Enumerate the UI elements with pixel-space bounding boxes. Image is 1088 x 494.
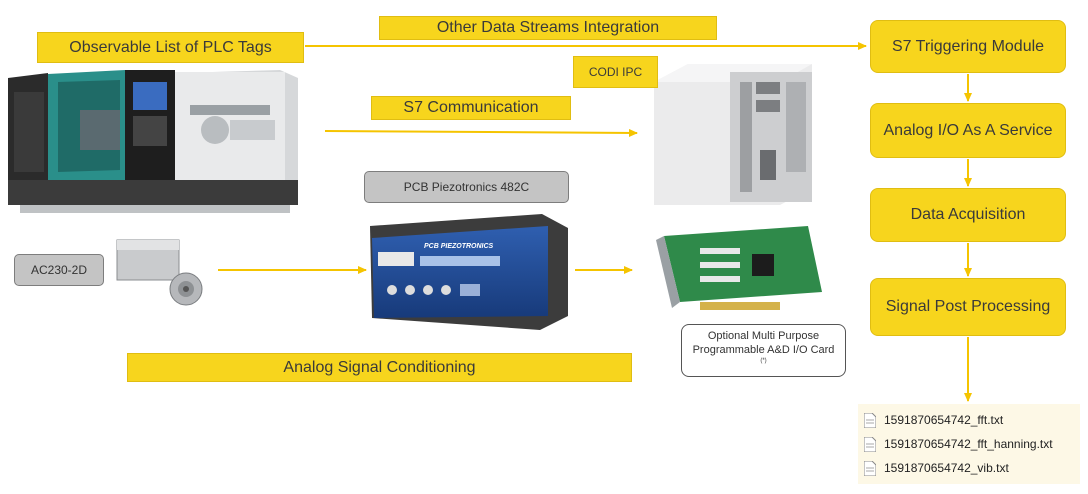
text-file-icon xyxy=(864,412,876,428)
ac230-sensor-image xyxy=(116,239,203,306)
observable-plc-tags-label: Observable List of PLC Tags xyxy=(37,32,304,63)
analog-io-service-box: Analog I/O As A Service xyxy=(870,103,1066,158)
codi-ipc-image xyxy=(654,64,812,205)
file-name: 1591870654742_fft_hanning.txt xyxy=(884,437,1053,451)
optional-io-card-label: Optional Multi Purpose Programmable A&D … xyxy=(681,324,846,377)
codi-ipc-label: CODI IPC xyxy=(573,56,658,88)
s7-triggering-module-box: S7 Triggering Module xyxy=(870,20,1066,73)
other-data-streams-label: Other Data Streams Integration xyxy=(379,16,717,40)
arrow-s7-to-ipc xyxy=(324,128,638,137)
pcb-482c-image xyxy=(370,214,568,330)
pcb-device-brand: PCB PIEZOTRONICS xyxy=(424,243,494,250)
file-item[interactable]: 1591870654742_fft.txt xyxy=(864,410,1003,430)
file-name: 1591870654742_fft.txt xyxy=(884,413,1004,427)
optional-io-card-text: Optional Multi Purpose Programmable A&D … xyxy=(692,330,835,364)
analog-signal-conditioning-label: Analog Signal Conditioning xyxy=(127,353,632,382)
cnc-lathe-image xyxy=(8,70,298,213)
file-name: 1591870654742_vib.txt xyxy=(884,461,1009,475)
pcb-482c-label: PCB Piezotronics 482C xyxy=(364,171,569,203)
io-card-image xyxy=(656,226,822,310)
signal-post-processing-box: Signal Post Processing xyxy=(870,278,1066,336)
data-acquisition-box: Data Acquisition xyxy=(870,188,1066,242)
ac230-label: AC230-2D xyxy=(14,254,104,286)
text-file-icon xyxy=(864,460,876,476)
s7-communication-label: S7 Communication xyxy=(371,96,571,120)
file-item[interactable]: 1591870654742_fft_hanning.txt xyxy=(864,434,1053,454)
text-file-icon xyxy=(864,436,876,452)
file-item[interactable]: 1591870654742_vib.txt xyxy=(864,458,1009,478)
output-file-list: 1591870654742_fft.txt 1591870654742_fft_… xyxy=(858,404,1080,484)
